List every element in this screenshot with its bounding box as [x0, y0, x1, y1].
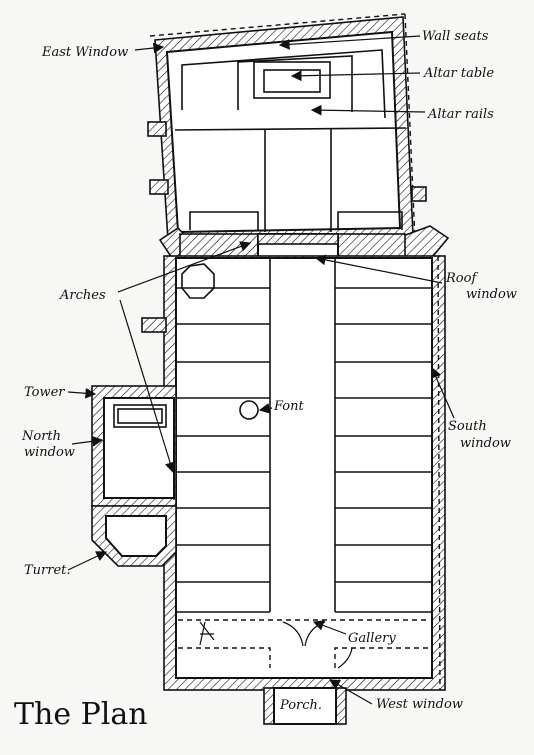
altar-table-inner — [263, 69, 321, 93]
wall-seats — [181, 49, 386, 119]
arrow-altar-table — [290, 70, 421, 82]
font-basin — [239, 400, 259, 420]
door-swing-left — [282, 621, 304, 647]
label-tower: Tower — [24, 385, 65, 400]
tower-bench-outer — [113, 404, 167, 428]
nave — [141, 255, 446, 691]
label-north-window-1: North — [21, 429, 61, 444]
label-turret: Turret. — [24, 563, 71, 578]
label-gallery: Gallery — [348, 631, 396, 646]
arrow-altar-rails — [310, 104, 426, 116]
gallery-stair-mark — [199, 621, 215, 646]
chancel-floor — [165, 30, 402, 234]
altar-table-outer — [253, 61, 331, 99]
chancel-arch — [158, 225, 450, 263]
chancel-south-dashed — [404, 13, 416, 241]
label-east-window: East Window — [41, 45, 128, 60]
plan-title: The Plan — [14, 697, 148, 732]
north-pews — [176, 287, 270, 613]
label-roof-window-2: window — [466, 287, 517, 302]
buttress-chancel-north-2 — [149, 179, 169, 195]
arrow-arches-chancel — [117, 241, 252, 293]
label-north-window-2: window — [24, 445, 75, 460]
gallery-stair-south — [334, 647, 430, 668]
label-wall-seats: Wall seats — [422, 29, 489, 44]
turret-floor — [105, 515, 167, 557]
arch-head — [257, 233, 339, 245]
label-roof-window-1: Roof — [445, 271, 478, 286]
arrow-south-window — [430, 366, 455, 419]
label-west-window: West window — [376, 697, 463, 712]
gallery-stair-north — [178, 647, 271, 668]
label-font: Font — [273, 399, 305, 414]
arrow-east-window — [134, 42, 165, 54]
turret — [91, 505, 177, 567]
tower-bench-inner — [117, 408, 163, 424]
tower — [91, 385, 177, 507]
choir-seat-south — [337, 211, 403, 230]
arrow-turret — [67, 551, 108, 571]
south-window-dashed — [437, 255, 441, 691]
label-altar-table: Altar table — [423, 66, 494, 81]
arrow-north-window — [71, 435, 104, 447]
porch — [263, 687, 347, 725]
arrow-arches-tower — [119, 299, 176, 474]
buttress-chancel-south — [411, 186, 427, 202]
arrow-west-window — [328, 679, 373, 705]
buttress-nave-north — [141, 317, 167, 333]
arrow-roof-window — [314, 254, 443, 284]
arrow-font — [258, 403, 273, 414]
porch-floor — [273, 687, 337, 725]
arrow-tower — [67, 387, 97, 399]
chancel — [147, 13, 427, 241]
label-arches: Arches — [59, 288, 106, 303]
label-altar-rails: Altar rails — [427, 107, 494, 122]
label-south-window-1: South — [448, 419, 487, 434]
pulpit — [181, 263, 215, 299]
buttress-chancel-north-1 — [147, 121, 167, 137]
choir-seat-north — [189, 211, 259, 230]
label-south-window-2: window — [460, 436, 511, 451]
label-porch: Porch. — [279, 698, 322, 713]
gallery-stair-curve — [337, 647, 353, 669]
chancel-step — [174, 127, 407, 131]
arrow-gallery — [312, 620, 347, 635]
altar-rails — [237, 55, 353, 112]
leader-arrows — [67, 35, 455, 705]
nave-floor — [175, 257, 433, 679]
east-window-dashed — [149, 13, 406, 37]
arrow-wall-seats — [278, 35, 421, 50]
south-pews — [335, 287, 432, 613]
